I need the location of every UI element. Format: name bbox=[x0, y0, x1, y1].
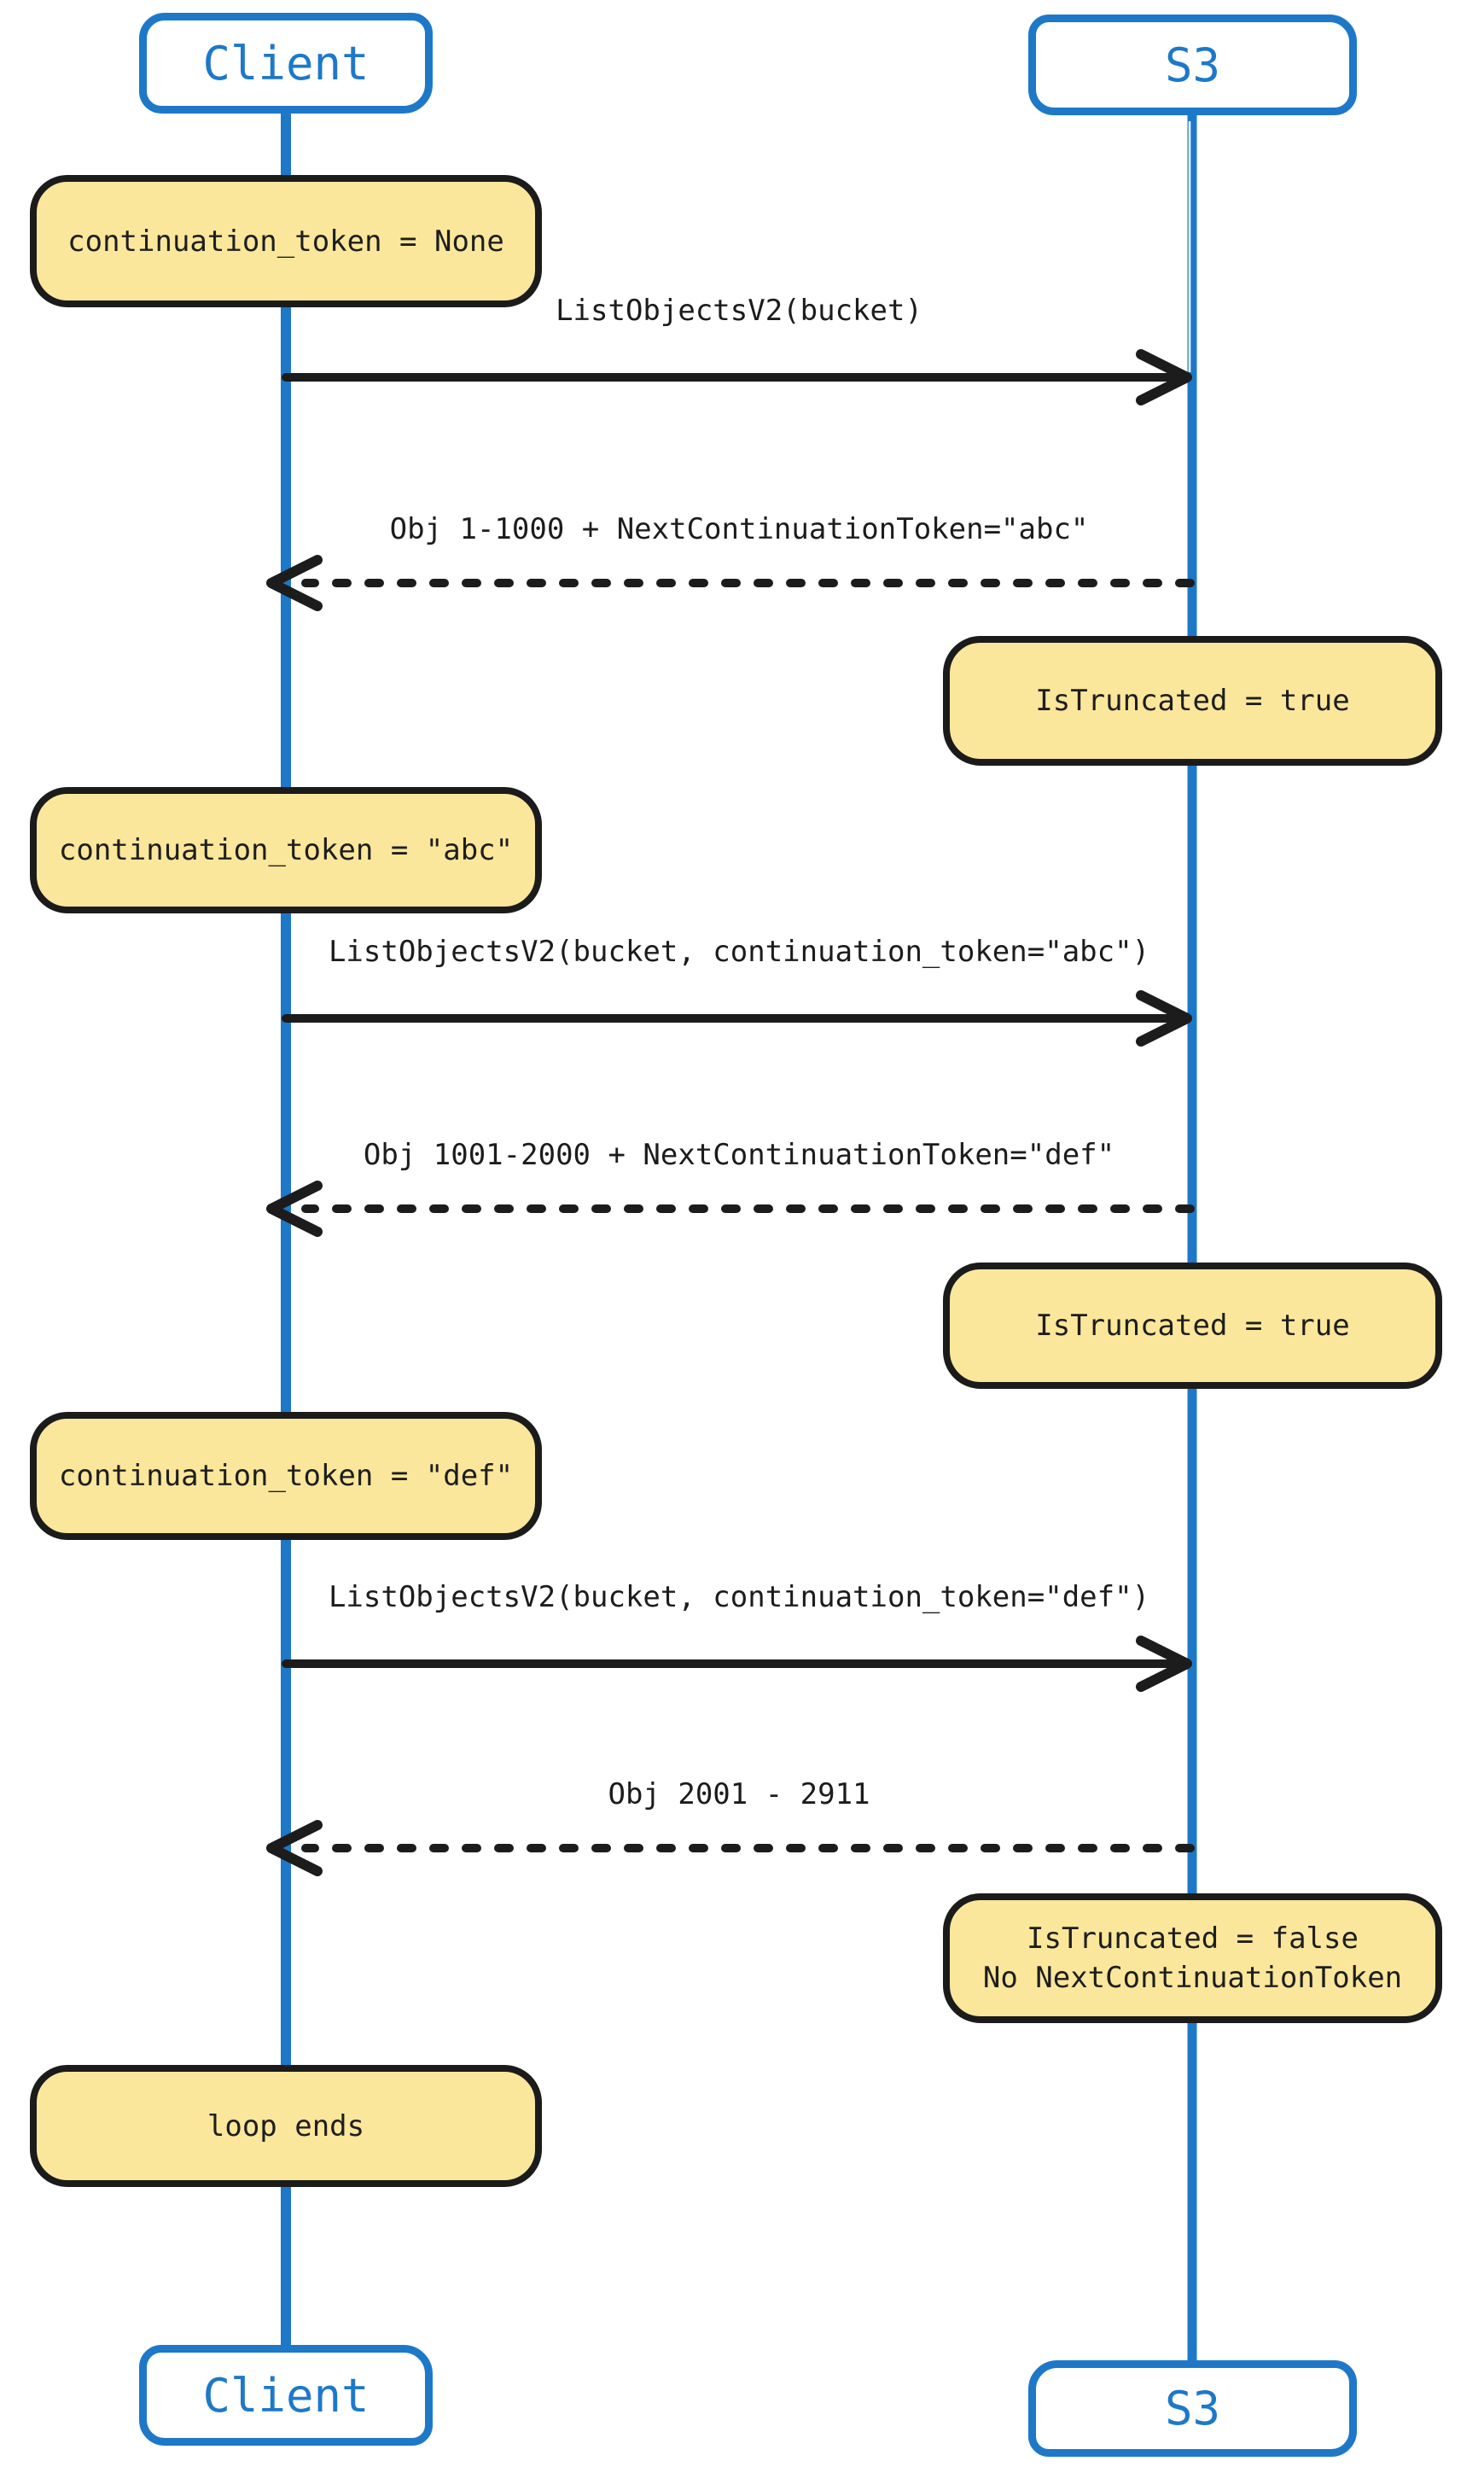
actor-s3-top: S3 bbox=[1028, 15, 1357, 115]
note-continuation-none: continuation_token = None bbox=[30, 175, 542, 307]
note-continuation-none-text: continuation_token = None bbox=[67, 224, 504, 259]
message-arrow-4 bbox=[266, 1181, 1195, 1237]
message-arrow-5 bbox=[282, 1636, 1192, 1692]
note-loop-ends: loop ends bbox=[30, 2065, 542, 2187]
message-arrow-1 bbox=[282, 349, 1192, 405]
note-istruncated-true-1-text: IsTruncated = true bbox=[1035, 684, 1350, 718]
message-arrow-6 bbox=[266, 1820, 1195, 1876]
message-label-5: ListObjectsV2(bucket, continuation_token… bbox=[328, 1580, 1150, 1614]
message-label-3: ListObjectsV2(bucket, continuation_token… bbox=[328, 935, 1150, 969]
actor-s3-bottom: S3 bbox=[1028, 2360, 1357, 2457]
message-label-2: Obj 1-1000 + NextContinuationToken="abc" bbox=[389, 512, 1089, 546]
message-arrowhead-6 bbox=[266, 1820, 323, 1876]
message-arrowhead-3 bbox=[1136, 990, 1192, 1047]
message-label-1: ListObjectsV2(bucket) bbox=[556, 294, 922, 328]
message-arrowhead-4 bbox=[266, 1181, 323, 1237]
note-istruncated-true-2-text: IsTruncated = true bbox=[1035, 1309, 1350, 1343]
message-label-6: Obj 2001 - 2911 bbox=[608, 1777, 870, 1811]
note-istruncated-false: IsTruncated = false No NextContinuationT… bbox=[943, 1893, 1442, 2023]
message-arrowhead-5 bbox=[1136, 1636, 1192, 1692]
note-continuation-def-text: continuation_token = "def" bbox=[58, 1459, 514, 1493]
note-istruncated-false-line1: IsTruncated = false bbox=[1027, 1922, 1359, 1956]
note-istruncated-true-2: IsTruncated = true bbox=[943, 1263, 1442, 1389]
message-label-4: Obj 1001-2000 + NextContinuationToken="d… bbox=[363, 1138, 1115, 1172]
message-arrowhead-2 bbox=[266, 555, 323, 611]
actor-client-bottom-label: Client bbox=[202, 2368, 370, 2423]
note-continuation-abc: continuation_token = "abc" bbox=[30, 787, 542, 913]
actor-client-top-label: Client bbox=[202, 36, 370, 90]
note-istruncated-true-1: IsTruncated = true bbox=[943, 636, 1442, 766]
note-istruncated-false-line2: No NextContinuationToken bbox=[982, 1961, 1403, 1995]
note-loop-ends-text: loop ends bbox=[207, 2108, 365, 2143]
message-arrow-3 bbox=[282, 990, 1192, 1047]
actor-s3-top-label: S3 bbox=[1164, 38, 1221, 92]
actor-client-bottom: Client bbox=[139, 2345, 433, 2446]
message-arrowhead-1 bbox=[1136, 349, 1192, 405]
note-continuation-def: continuation_token = "def" bbox=[30, 1412, 542, 1540]
message-arrow-2 bbox=[266, 555, 1195, 611]
actor-s3-bottom-label: S3 bbox=[1164, 2382, 1221, 2435]
actor-client-top: Client bbox=[139, 13, 433, 114]
note-continuation-abc-text: continuation_token = "abc" bbox=[58, 833, 514, 867]
